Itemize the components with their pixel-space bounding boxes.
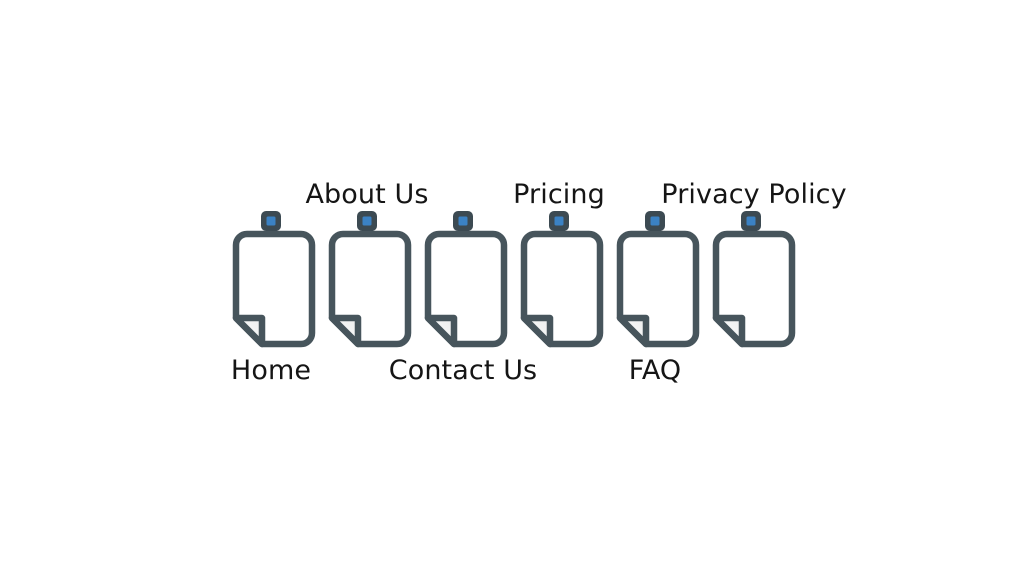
document-icon (236, 220, 312, 344)
clip-pin-icon[interactable] (453, 211, 473, 231)
document-icon (620, 220, 696, 344)
node-label-pricing: Pricing (513, 179, 605, 210)
node-label-faq: FAQ (629, 355, 682, 386)
node-pricing[interactable]: Pricing (513, 179, 605, 344)
clip-pin-icon[interactable] (549, 211, 569, 231)
node-label-home: Home (231, 355, 311, 386)
clip-pin-icon[interactable] (261, 211, 281, 231)
node-faq[interactable]: FAQ (620, 211, 696, 386)
node-contact-us[interactable]: Contact Us (389, 211, 537, 386)
document-icon (428, 220, 504, 344)
document-icon (524, 220, 600, 344)
document-icon (716, 220, 792, 344)
node-home[interactable]: Home (231, 211, 312, 386)
node-label-contact-us: Contact Us (389, 355, 537, 386)
node-label-about-us: About Us (305, 179, 428, 210)
node-label-privacy-policy: Privacy Policy (661, 179, 846, 210)
node-about-us[interactable]: About Us (305, 179, 428, 344)
node-privacy-policy[interactable]: Privacy Policy (661, 179, 847, 344)
clip-pin-icon[interactable] (357, 211, 377, 231)
clip-pin-icon[interactable] (645, 211, 665, 231)
document-icon (332, 220, 408, 344)
clip-pin-icon[interactable] (741, 211, 761, 231)
